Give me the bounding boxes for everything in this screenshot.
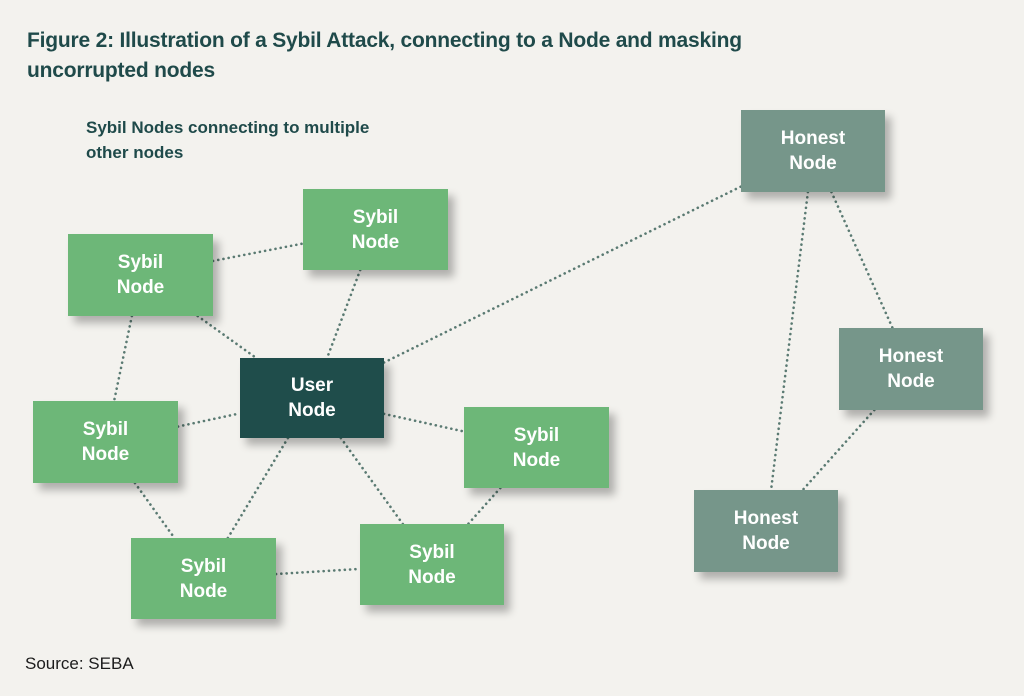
- node-label-line1: User: [290, 375, 334, 396]
- edge-user-sybil-4: [382, 412, 466, 433]
- node-label-line2: Node: [351, 231, 400, 253]
- node-label-line2: Node: [179, 580, 228, 602]
- node-label-line2: Node: [789, 153, 837, 174]
- annotation-sybil-connecting: Sybil Nodes connecting to multiple other…: [86, 118, 370, 162]
- node-label-line2: Node: [742, 533, 790, 554]
- edge-sybil-5-sybil-6: [274, 567, 362, 576]
- edge-honest-2-honest-3: [801, 408, 876, 492]
- node-label-line1: Sybil: [180, 555, 227, 577]
- node-label-line1: Sybil: [352, 206, 399, 228]
- edge-sybil-4-sybil-6: [466, 486, 502, 526]
- edge-user-sybil-5: [226, 436, 290, 540]
- edge-sybil-1-sybil-2: [211, 242, 305, 263]
- edge-sybil-3-user: [176, 412, 242, 428]
- node-label-line1: Sybil: [117, 252, 164, 273]
- source-caption: Source: SEBA: [25, 654, 134, 673]
- figure-title: Figure 2: Illustration of a Sybil Attack…: [27, 29, 742, 82]
- node-label-line1: Honest: [733, 508, 799, 529]
- edge-sybil-3-sybil-5: [133, 481, 176, 540]
- node-label-line2: Node: [81, 444, 130, 465]
- node-label-line1: Honest: [780, 128, 846, 149]
- node-label-line1: Sybil: [82, 419, 129, 440]
- node-label-line2: Node: [408, 566, 456, 588]
- node-label-line1: Sybil: [409, 541, 455, 563]
- node-label-line1: Honest: [878, 346, 944, 367]
- edge-honest-1-honest-3: [769, 190, 810, 492]
- edge-user-sybil-6: [339, 436, 405, 526]
- node-label-line2: Node: [288, 400, 336, 421]
- node-label-line2: Node: [116, 277, 165, 298]
- edge-sybil-2-user: [325, 268, 362, 360]
- node-label-line1: Sybil: [513, 424, 560, 446]
- edge-honest-1-honest-2: [830, 190, 894, 330]
- edge-sybil-1-sybil-3: [112, 314, 134, 403]
- node-label-line2: Node: [512, 449, 561, 471]
- node-label-line2: Node: [887, 371, 935, 392]
- edge-sybil-1-user: [196, 314, 258, 360]
